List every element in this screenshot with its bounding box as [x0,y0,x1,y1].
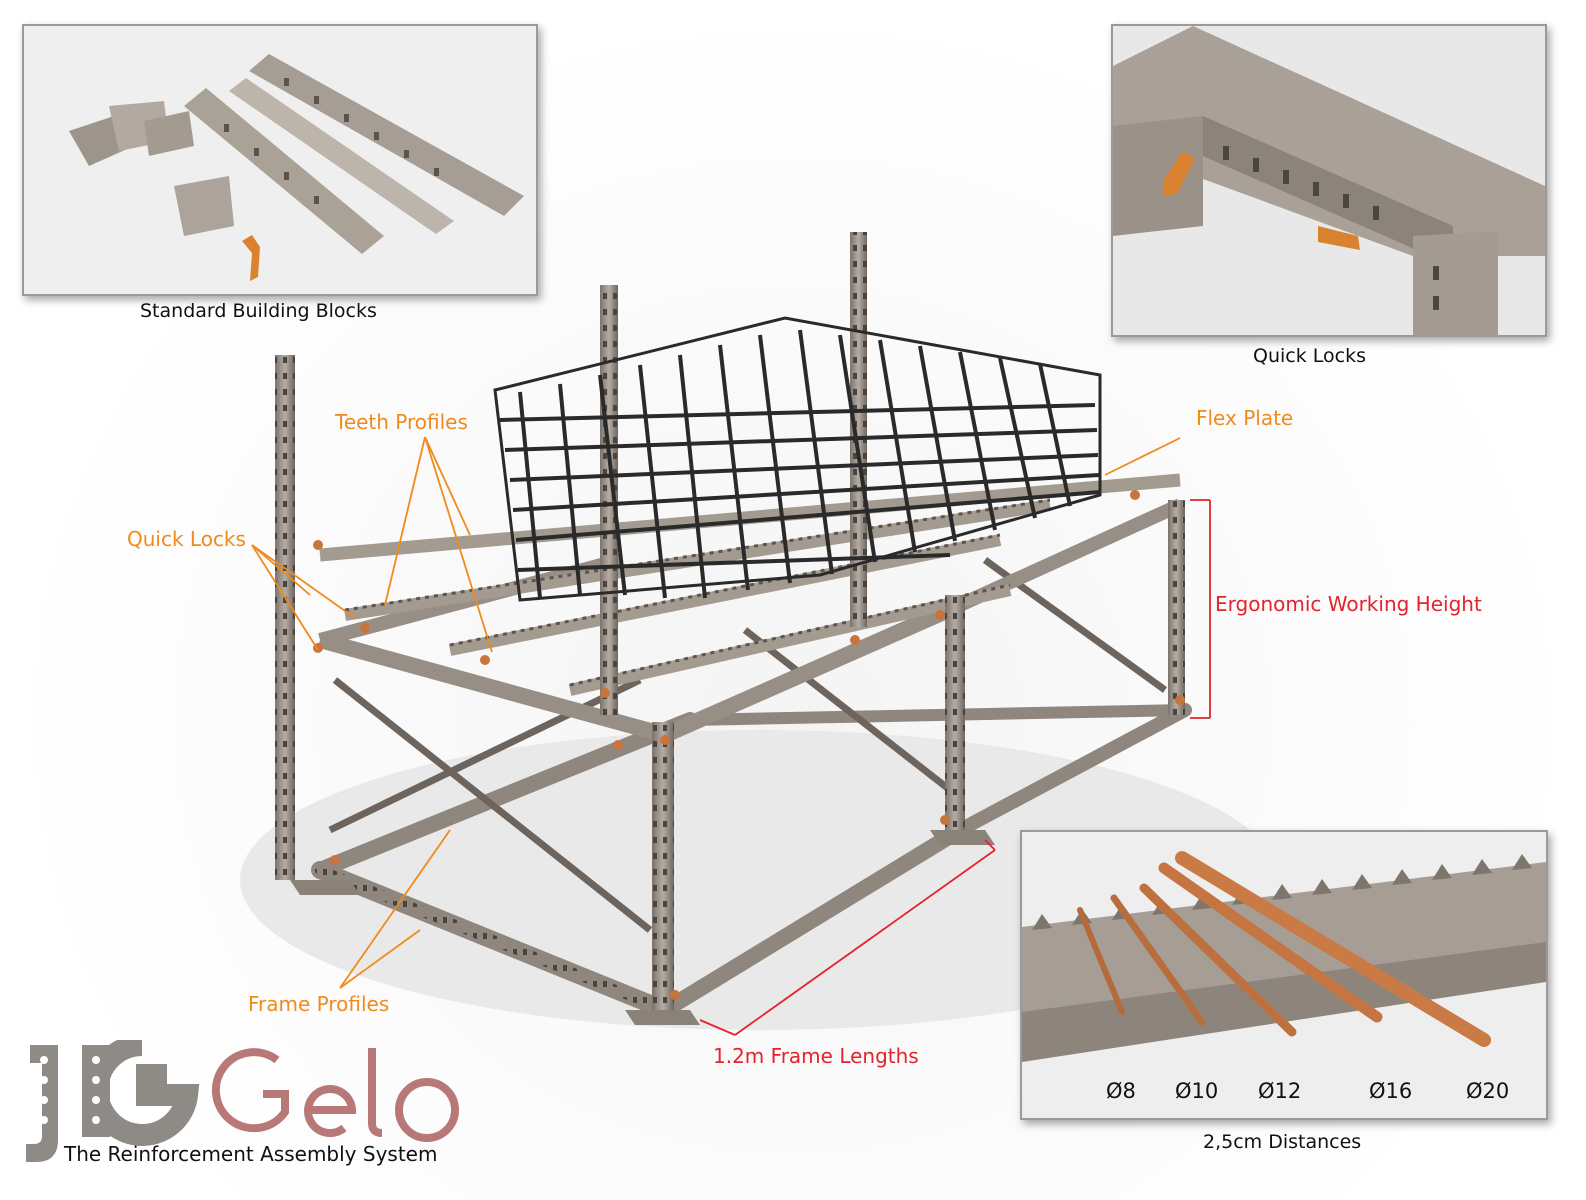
quick-lock-right [1318,226,1360,250]
diameter-label-10: Ø10 [1175,1079,1219,1103]
dimension-lines [699,499,1211,1036]
quick-lock-left [1163,151,1195,196]
rebar-samples [1077,851,1491,1047]
teeth-profiles [319,473,1181,696]
callout-ergonomic-height: Ergonomic Working Height [1215,592,1482,616]
diagonal-braces [328,557,1168,933]
bottom-frame [311,703,1192,1019]
callout-frame-lengths: 1.2m Frame Lengths [713,1044,919,1068]
caption-quick-locks: Quick Locks [1253,345,1366,367]
logo-tagline: The Reinforcement Assembly System [64,1142,438,1166]
base-plates [290,830,995,1025]
quick-lock-part [242,235,260,281]
callout-quick-locks: Quick Locks [127,527,246,551]
diameter-label-8: Ø8 [1106,1079,1136,1103]
callout-leaders [251,436,1181,989]
building-blocks-illustration [24,26,536,294]
inset-building-blocks [22,24,538,296]
callout-teeth-profiles: Teeth Profiles [335,410,468,434]
callout-flex-plate: Flex Plate [1196,406,1294,430]
logo-gelo-wordmark [211,1048,459,1142]
diameter-label-20: Ø20 [1466,1079,1510,1103]
inset-quick-locks [1111,24,1547,337]
diameter-label-16: Ø16 [1369,1079,1413,1103]
inset-distances [1020,830,1548,1120]
quick-locks [313,490,1185,1000]
caption-building-blocks: Standard Building Blocks [140,300,377,322]
rebar-cage [493,316,1102,602]
logo-jig-mark [26,1040,200,1162]
diameter-label-12: Ø12 [1258,1079,1302,1103]
jiggelo-logo [26,1040,459,1162]
callout-frame-profiles: Frame Profiles [248,992,390,1016]
distances-illustration [1022,832,1546,1118]
caption-distances: 2,5cm Distances [1203,1131,1362,1153]
quick-locks-illustration [1113,26,1545,335]
